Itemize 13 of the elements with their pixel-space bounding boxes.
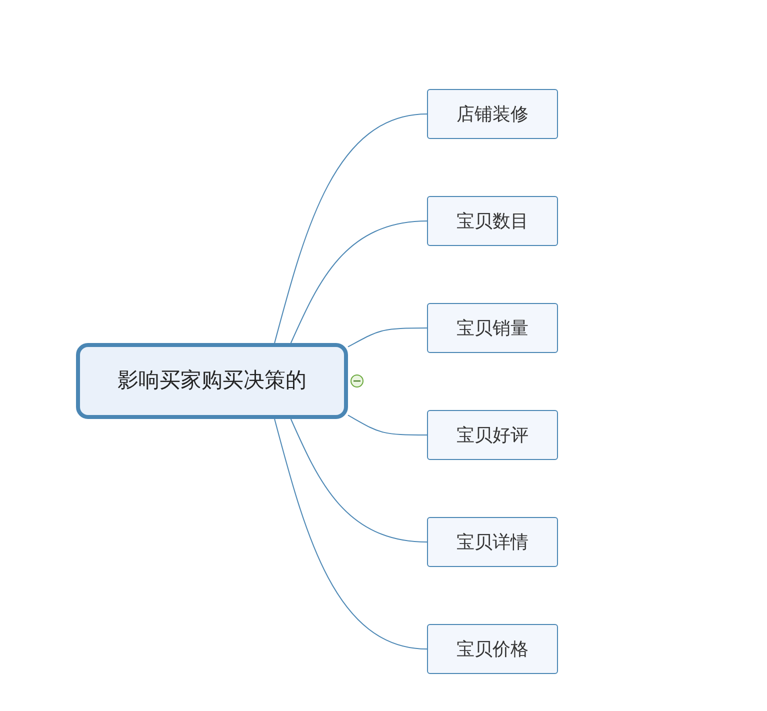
connector-curve [348, 328, 428, 348]
subtopic-box: 宝贝价格 [427, 624, 558, 674]
subtopic-box: 宝贝好评 [427, 410, 558, 460]
connector-curve [290, 220, 428, 344]
connector-curve [274, 114, 428, 344]
connector-curve [290, 418, 428, 542]
central-topic-box: 影响买家购买决策的 [76, 343, 348, 419]
subtopic-box: 宝贝销量 [427, 303, 558, 353]
subtopic-box: 宝贝数目 [427, 196, 558, 246]
connector-curve [348, 414, 428, 436]
connector-curve [274, 418, 428, 650]
subtopic-box: 宝贝详情 [427, 517, 558, 567]
subtopic-box: 店铺装修 [427, 89, 558, 139]
